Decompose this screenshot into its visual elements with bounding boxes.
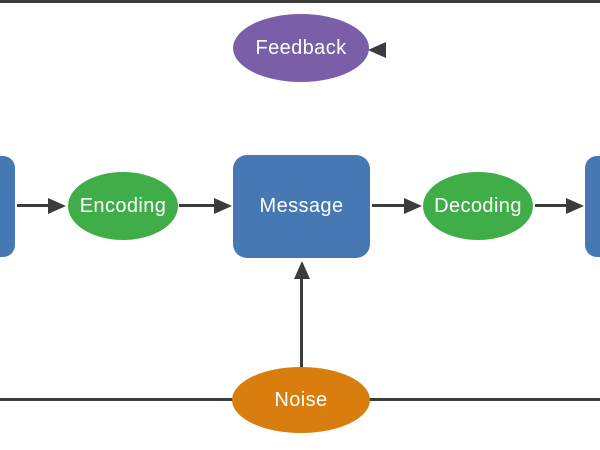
edge-left-to-encoding	[17, 204, 50, 207]
edge-message-to-decoding	[372, 204, 405, 207]
node-decoding: Decoding	[423, 172, 533, 240]
arrowhead-to-decoding-icon	[404, 198, 422, 214]
node-right-partial	[585, 156, 600, 257]
arrowhead-to-right-node-icon	[566, 198, 584, 214]
node-message: Message	[233, 155, 370, 258]
node-decoding-label: Decoding	[434, 194, 522, 217]
node-encoding-label: Encoding	[79, 194, 167, 217]
edge-encoding-to-message	[179, 204, 215, 207]
arrowhead-into-feedback-icon	[368, 42, 386, 58]
node-message-label: Message	[259, 195, 344, 217]
node-feedback: Feedback	[233, 14, 369, 82]
edge-decoding-to-right	[535, 204, 567, 207]
edge-noise-to-message	[300, 277, 303, 368]
node-encoding: Encoding	[68, 172, 178, 240]
arrowhead-to-message-bottom-icon	[294, 261, 310, 279]
node-noise-label: Noise	[274, 388, 328, 411]
node-left-partial	[0, 156, 15, 257]
arrowhead-to-encoding-icon	[48, 198, 66, 214]
feedback-line	[0, 0, 600, 3]
node-feedback-label: Feedback	[255, 36, 347, 59]
arrowhead-to-message-icon	[214, 198, 232, 214]
node-noise: Noise	[232, 367, 370, 433]
